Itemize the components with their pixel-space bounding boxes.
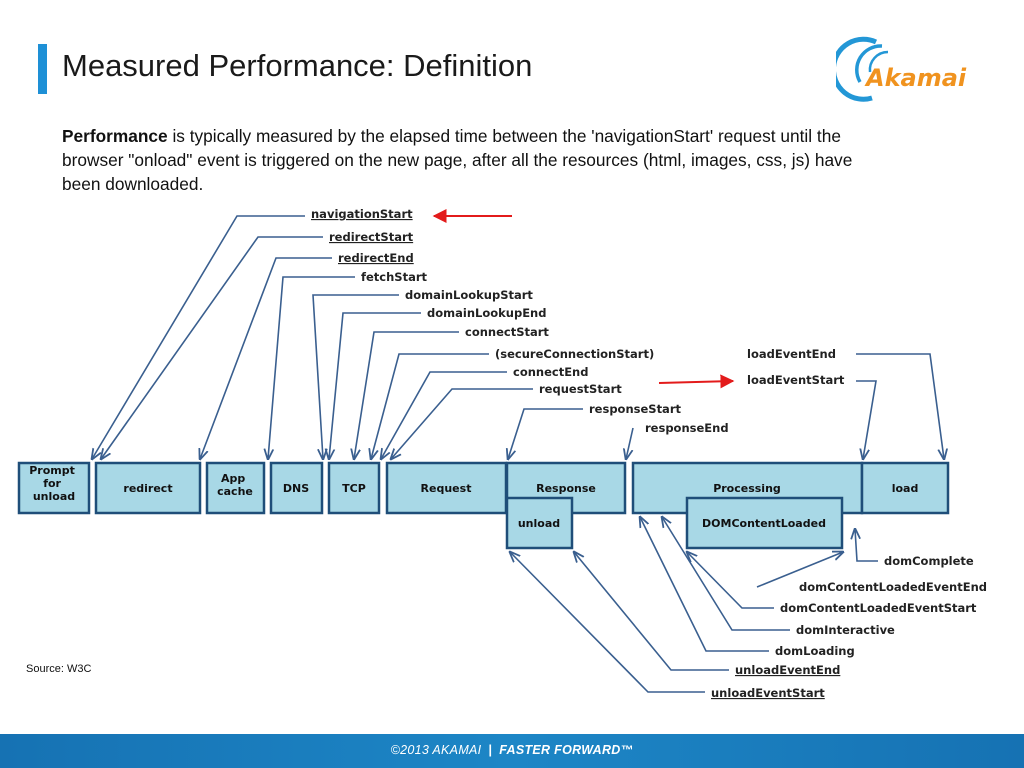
event-redirectend: redirectEnd [338, 251, 414, 265]
footer-copyright: ©2013 AKAMAI [390, 743, 482, 757]
phase-prompt-for-unload-box [17, 461, 91, 515]
arrow-domcontentloadedeventstart [687, 552, 774, 609]
phase-prompt-for-unload-label: Prompt for unload [29, 464, 78, 503]
navigation-timing-diagram: Prompt for unload redirect App cache DNS… [17, 207, 987, 700]
event-domcontentloadedeventend: domContentLoadedEventEnd [799, 580, 987, 594]
arrow-responseend [626, 427, 634, 459]
phase-load-box [860, 461, 950, 515]
phase-domcontentloaded-box [685, 496, 844, 550]
intro-bold: Performance [62, 126, 168, 146]
source-note: Source: W3C [26, 663, 92, 675]
footer-separator: | [488, 743, 493, 757]
phase-label-line: cache [217, 485, 253, 498]
intro-paragraph: Performance is typically measured by the… [62, 124, 892, 196]
phase-label-line: Prompt [29, 464, 75, 477]
event-responseend: responseEnd [645, 421, 729, 435]
arrow-domainlookupstart [312, 294, 399, 459]
arrow-dominteractive [662, 517, 790, 631]
phase-boxes: Prompt for unload redirect App cache DNS… [17, 461, 950, 550]
phase-app-cache-label: App cache [217, 472, 253, 498]
title-accent-bar [38, 44, 47, 94]
phase-unload-label: unload [518, 517, 560, 530]
top-event-arrows [92, 215, 944, 459]
intro-text: is typically measured by the elapsed tim… [62, 126, 853, 194]
phase-dns-label: DNS [283, 482, 309, 495]
event-domainlookupstart: domainLookupStart [405, 288, 533, 302]
arrow-connectstart [354, 331, 459, 459]
arrow-domcomplete [855, 529, 878, 562]
footer-tagline: FASTER FORWARD™ [499, 743, 634, 757]
phase-label-line: App [221, 472, 245, 485]
arrow-redirectstart [101, 236, 323, 459]
phase-request-label: Request [421, 482, 472, 495]
arrow-domloading [640, 517, 769, 652]
arrow-unloadeventstart [510, 552, 705, 693]
event-secureconnectionstart: (secureConnectionStart) [495, 347, 654, 361]
highlight-arrows [432, 209, 735, 389]
phase-response-label: Response [536, 482, 596, 495]
phase-label-line: unload [33, 490, 75, 503]
arrow-loadeventstart [856, 380, 877, 459]
arrow-domainlookupend [329, 312, 421, 459]
phase-dns-box [269, 461, 324, 515]
arrow-fetchstart [268, 276, 355, 459]
top-event-labels: navigationStart redirectStart redirectEn… [311, 207, 845, 435]
phase-label-line: for [43, 477, 61, 490]
event-unloadeventstart: unloadEventStart [711, 686, 825, 700]
event-dominteractive: domInteractive [796, 623, 895, 637]
event-connectend: connectEnd [513, 365, 588, 379]
phase-app-cache-box [205, 461, 266, 515]
event-loadeventend: loadEventEnd [747, 347, 836, 361]
event-domcomplete: domComplete [884, 554, 974, 568]
bottom-event-arrows [510, 517, 878, 693]
arrow-connectend [381, 371, 507, 459]
phase-processing-label: Processing [713, 482, 781, 495]
event-domainlookupend: domainLookupEnd [427, 306, 546, 320]
event-navigationstart: navigationStart [311, 207, 413, 221]
akamai-logo: Akamai [836, 36, 967, 102]
event-connectstart: connectStart [465, 325, 549, 339]
event-domloading: domLoading [775, 644, 855, 658]
phase-redirect-box [94, 461, 202, 515]
event-loadeventstart: loadEventStart [747, 373, 845, 387]
phase-tcp-label: TCP [342, 482, 366, 495]
red-arrow-loadeventstart [658, 374, 735, 389]
arrow-navigationstart [92, 215, 305, 459]
arrow-loadeventend [856, 353, 944, 459]
arrow-requeststart [391, 388, 533, 459]
phase-tcp-box [327, 461, 381, 515]
event-responsestart: responseStart [589, 402, 681, 416]
event-domcontentloadedeventstart: domContentLoadedEventStart [780, 601, 977, 615]
phase-domcontentloaded-label: DOMContentLoaded [702, 517, 826, 530]
event-fetchstart: fetchStart [361, 270, 428, 284]
bottom-event-labels: domComplete domContentLoadedEventEnd dom… [711, 554, 987, 700]
footer-bar [0, 734, 1024, 768]
arrow-secureconnectionstart [371, 353, 489, 459]
phase-load-label: load [892, 482, 919, 495]
phase-unload-box [505, 496, 574, 550]
footer-text: ©2013 AKAMAI | FASTER FORWARD™ [0, 743, 1024, 757]
event-unloadeventend: unloadEventEnd [735, 663, 840, 677]
arrow-unloadeventend [574, 552, 729, 671]
arrow-responsestart [508, 408, 583, 459]
arrow-domcontentloadedeventend [756, 552, 843, 588]
arrow-redirectend [200, 257, 332, 459]
event-redirectstart: redirectStart [329, 230, 414, 244]
event-requeststart: requestStart [539, 382, 622, 396]
slide-title: Measured Performance: Definition [62, 48, 533, 83]
phase-redirect-label: redirect [123, 482, 172, 495]
logo-text: Akamai [864, 64, 967, 92]
